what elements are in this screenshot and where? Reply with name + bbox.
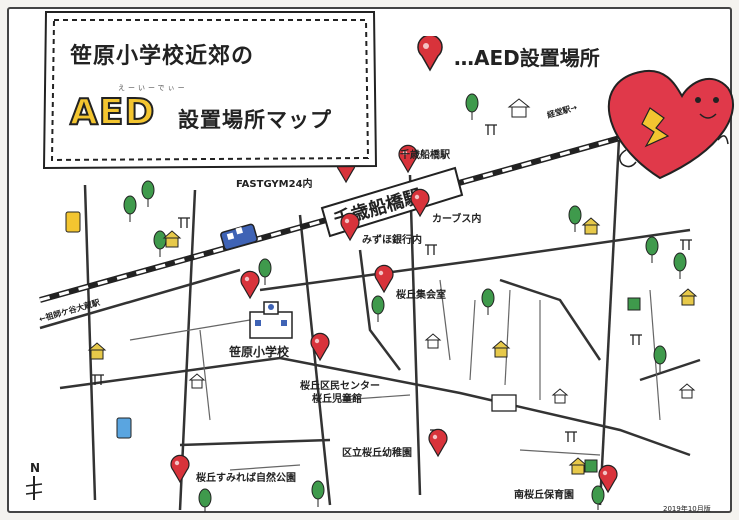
label-mizuho: みずほ銀行内 <box>362 233 422 246</box>
house-icon <box>491 340 511 358</box>
tree-icon <box>311 480 325 507</box>
aed-pin-nursery <box>598 464 618 494</box>
shrine-icon <box>485 124 497 135</box>
heart-mascot-icon <box>607 69 734 180</box>
house-icon <box>162 230 182 248</box>
tree-icon <box>141 180 155 207</box>
road-east-curve <box>499 278 602 361</box>
label-park: 桜丘すみれば自然公園 <box>196 471 296 484</box>
shrine-icon <box>565 431 577 442</box>
bus-stop-icon <box>584 297 641 473</box>
house-icon <box>507 98 531 118</box>
tree-icon <box>645 236 659 263</box>
shrine-icon <box>630 334 642 345</box>
house-icon <box>87 342 107 360</box>
tree-icon <box>198 488 212 512</box>
title-ruby: えーいーでぃー <box>118 84 188 92</box>
tree-icon <box>465 93 479 120</box>
road-east-spur <box>639 358 701 382</box>
community-center-icon <box>491 394 517 412</box>
label-sakuragaoka-shukaishitsu: 桜丘集会室 <box>396 288 446 301</box>
house-icon <box>581 217 601 235</box>
tree-icon <box>371 295 385 322</box>
title-panel-frame <box>42 11 378 170</box>
school-building-icon <box>249 301 293 339</box>
tree-icon <box>258 258 272 285</box>
aed-pins <box>170 144 618 494</box>
aed-pin-school <box>240 270 260 300</box>
house-icon <box>568 457 588 475</box>
label-fastgym: FASTGYM24内 <box>236 177 313 190</box>
title-aed: AED <box>69 91 156 134</box>
road-far-east-vertical <box>598 119 622 506</box>
shrine-icon <box>178 217 190 228</box>
shrine-icon <box>680 239 692 250</box>
label-kindergarten: 区立桜丘幼稚園 <box>342 446 412 459</box>
road-upper-cross <box>259 228 691 292</box>
houses <box>87 98 698 475</box>
label-curves: カーブス内 <box>432 212 481 225</box>
label-chitose-funabashi-station: 千歳船橋駅 <box>400 148 451 161</box>
label-sasahara-school: 笹原小学校 <box>229 344 290 359</box>
aed-pin-mizuho <box>340 212 360 242</box>
legend-label: …AED設置場所 <box>454 46 600 70</box>
tree-icon <box>653 345 667 372</box>
label-nursery: 南桜丘保育園 <box>514 488 574 501</box>
road-center-vertical <box>298 214 332 506</box>
tree-icon <box>568 205 582 232</box>
road-main-lower <box>59 356 691 457</box>
title-line3: 設置場所マップ <box>178 108 332 132</box>
train-icon <box>220 223 258 251</box>
title-panel: 笹原小学校近郊の えーいーでぃー AED 設置場所マップ <box>40 8 380 170</box>
road-far-west-vertical <box>83 184 97 501</box>
car-icon <box>65 211 81 233</box>
road-inner <box>358 249 401 371</box>
trees <box>123 93 687 512</box>
tree-icon <box>481 288 495 315</box>
aed-pin-park <box>170 454 190 484</box>
shrine-icon <box>92 374 104 385</box>
road-south-link <box>179 438 331 447</box>
aed-pin-kumin-center <box>310 332 330 362</box>
road-east-vertical <box>408 174 422 496</box>
aed-pin-shukaishitsu <box>374 264 394 294</box>
date-note: 2019年10月版 <box>663 505 711 513</box>
aed-pin-curves <box>410 188 430 218</box>
tree-icon <box>123 195 137 222</box>
title-line1: 笹原小学校近郊の <box>70 44 255 69</box>
north-compass-icon: N <box>25 461 43 500</box>
house-icon <box>678 383 696 399</box>
road-network <box>39 119 701 511</box>
tree-icon <box>153 230 167 257</box>
label-jidokan: 桜丘児童館 <box>312 392 362 405</box>
tree-icon <box>591 485 605 510</box>
house-icon <box>551 388 569 404</box>
tree-icon <box>673 252 687 279</box>
legend-pin-icon <box>417 36 443 72</box>
house-icon <box>188 373 206 389</box>
aed-pin-kindergarten <box>428 428 448 458</box>
label-kumin-center: 桜丘区民センター <box>300 379 380 392</box>
compass-label: N <box>30 461 40 475</box>
shrine-icon <box>425 244 437 255</box>
road-west <box>39 268 241 330</box>
car-icon <box>116 417 132 439</box>
aed-pin-station <box>398 144 418 174</box>
house-icon <box>678 288 698 306</box>
house-icon <box>424 333 442 349</box>
